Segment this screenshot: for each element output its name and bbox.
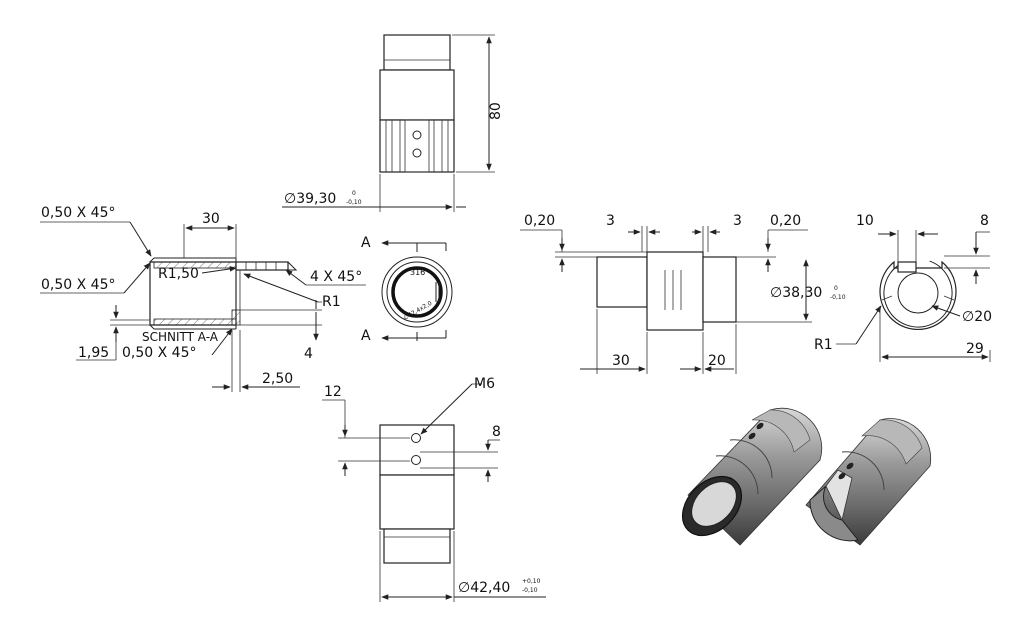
side-view: 0,20 0,20 3 3 ∅38,30 0 -0,10 30 xyxy=(520,213,846,374)
section-width-dim: 30 xyxy=(202,211,220,227)
top-view-slotted-section xyxy=(379,119,455,173)
end-view-stamp-number: 316 xyxy=(410,268,425,277)
side-diameter-dim: ∅38,30 xyxy=(770,285,822,301)
side-length-right: 20 xyxy=(708,353,726,369)
side-gap-right: 0,20 xyxy=(770,213,801,229)
ring-radius-label: R1 xyxy=(814,337,833,353)
top-view-body xyxy=(379,69,455,121)
ring-bore-dim: ∅20 xyxy=(962,309,992,325)
top-view-height-dim: 80 xyxy=(488,102,504,120)
side-step-left: 3 xyxy=(606,213,615,229)
side-view-right-section xyxy=(702,256,737,323)
section-chamfer-left: 0,50 X 45° xyxy=(41,277,115,293)
bottom-view-upper-section xyxy=(379,424,455,476)
bottom-view: M6 12 8 ∅42,40 +0,10 -0,10 xyxy=(322,376,546,602)
side-view-center-section xyxy=(646,251,704,331)
top-view-collar xyxy=(383,34,451,71)
section-radius-label: R1,50 xyxy=(158,266,199,282)
section-chamfer-bottom: 0,50 X 45° xyxy=(122,345,196,361)
top-view-tol-upper: 0 xyxy=(352,190,356,197)
top-view-tol-lower: -0,10 xyxy=(346,199,362,206)
top-view: 80 ∅39,30 0 -0,10 xyxy=(282,34,504,212)
side-step-right: 3 xyxy=(733,213,742,229)
render-left-part xyxy=(681,407,823,546)
top-view-hole-upper xyxy=(412,130,422,140)
section-label: SCHNITT A-A xyxy=(142,330,219,344)
section-depth-dim: 4 xyxy=(304,346,313,362)
side-gap-left: 0,20 xyxy=(524,213,555,229)
bottom-view-second-hole xyxy=(411,455,421,465)
end-view: 316 ∅42,4x2,0 A A xyxy=(361,235,453,344)
bottom-view-collar xyxy=(383,528,451,564)
section-thickness-dim: 1,95 xyxy=(78,345,109,361)
ring-width-dim: 29 xyxy=(966,341,984,357)
top-view-hole-lower xyxy=(412,148,422,158)
section-marker-top: A xyxy=(361,235,371,251)
render-right-part xyxy=(805,418,932,546)
ring-view: 10 8 ∅20 R1 29 xyxy=(814,213,992,362)
section-view: 30 0,50 X 45° 0,50 X 45° R1,50 4 X 45° R… xyxy=(40,205,366,392)
section-marker-bottom: A xyxy=(361,328,371,344)
ring-slot-depth: 8 xyxy=(980,213,989,229)
ring-slot-width: 10 xyxy=(856,213,874,229)
bottom-diameter-dim: ∅42,40 xyxy=(458,580,510,596)
bottom-view-body xyxy=(379,474,455,530)
bottom-tol-upper: +0,10 xyxy=(522,578,541,585)
bottom-tol-lower: -0,10 xyxy=(522,587,538,594)
side-length-left: 30 xyxy=(612,353,630,369)
render-right-slotted-end xyxy=(809,485,859,542)
section-chamfer-right: 4 X 45° xyxy=(310,269,362,285)
bottom-view-thread-hole xyxy=(411,433,421,443)
side-tol-upper: 0 xyxy=(834,285,838,292)
top-view-diameter-dim: ∅39,30 xyxy=(284,191,336,207)
side-view-left-section xyxy=(596,256,648,308)
side-tol-lower: -0,10 xyxy=(830,294,846,301)
ring-view-slot xyxy=(897,261,917,273)
section-radius-r1: R1 xyxy=(322,294,341,310)
bottom-thread-label: M6 xyxy=(474,376,495,392)
section-view-slot-top xyxy=(235,261,289,271)
end-view-stamp-ring xyxy=(391,266,443,318)
ring-view-outer xyxy=(879,260,957,330)
ring-view-bore xyxy=(897,272,939,314)
end-view-outer-circle xyxy=(381,256,453,328)
section-view-wall-bottom xyxy=(153,318,237,326)
section-chamfer-top: 0,50 X 45° xyxy=(41,205,115,221)
end-view-rim xyxy=(386,261,448,323)
bottom-hole-spacing: 8 xyxy=(492,424,501,440)
bottom-hole-offset: 12 xyxy=(324,384,342,400)
section-offset-dim: 2,50 xyxy=(262,371,293,387)
